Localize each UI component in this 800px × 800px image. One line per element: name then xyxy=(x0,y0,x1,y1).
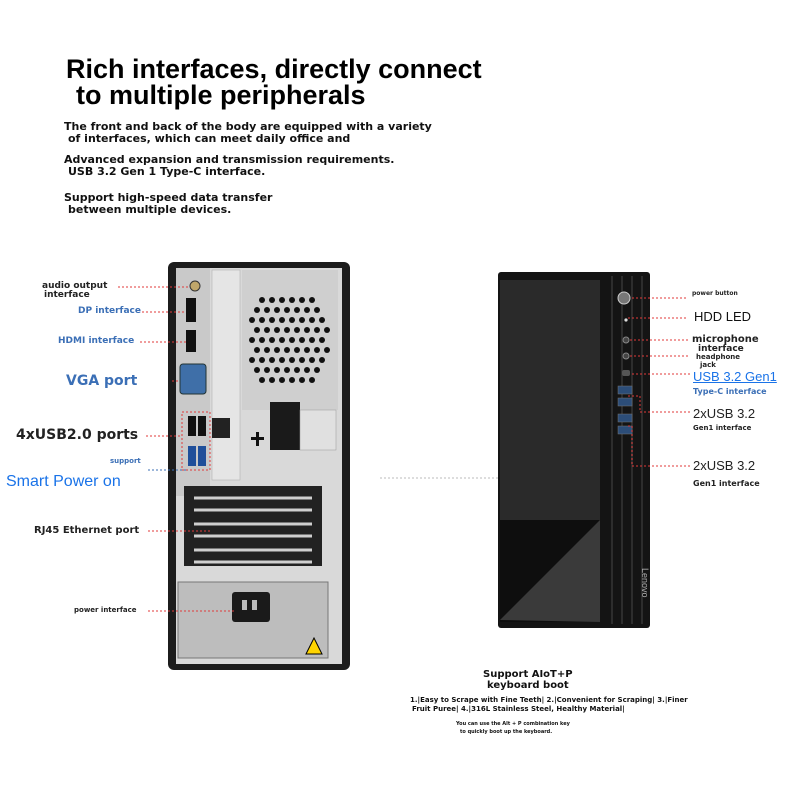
label-microphone: microphone xyxy=(692,334,759,345)
label-audio-output: audio output xyxy=(42,281,108,291)
leader-lines xyxy=(118,286,690,612)
label-usb-typec: USB 3.2 Gen1 xyxy=(693,369,777,384)
label-usb-typec-2: Type-C interface xyxy=(693,387,767,396)
description-line-4: USB 3.2 Gen 1 Type-C interface. xyxy=(68,165,266,178)
keyboard-boot-desc-1: 1.|Easy to Scrape with Fine Teeth| 2.|Co… xyxy=(410,696,688,704)
brand-logo: Lenovo xyxy=(640,568,650,598)
label-headphone-jack-2: jack xyxy=(700,361,716,369)
label-usb-a-top: 2xUSB 3.2 xyxy=(693,406,756,421)
heading-line-1: Rich interfaces, directly connect xyxy=(66,54,482,84)
label-usb2-ports: 4xUSB2.0 ports xyxy=(16,427,139,443)
keyboard-boot-note-1: You can use the Alt + P combination key xyxy=(456,721,570,727)
label-dp-interface: DP interface xyxy=(78,306,141,316)
label-support: support xyxy=(110,457,141,465)
front-tower xyxy=(498,272,650,628)
heading-line-2: to multiple peripherals xyxy=(76,80,366,110)
description-line-3: Advanced expansion and transmission requ… xyxy=(64,153,395,166)
label-vga-port: VGA port xyxy=(66,373,138,389)
label-hdd-led: HDD LED xyxy=(694,309,752,324)
label-power-button: power button xyxy=(692,290,738,297)
label-usb-a-bottom-2: Gen1 interface xyxy=(693,479,760,488)
label-smart-power-on: Smart Power on xyxy=(6,473,121,490)
label-usb-a-top-2: Gen1 interface xyxy=(693,424,752,432)
label-hdmi-interface: HDMI interface xyxy=(58,336,135,346)
keyboard-boot-desc-2: Fruit Puree| 4.|316L Stainless Steel, He… xyxy=(412,705,625,713)
description-line-1: The front and back of the body are equip… xyxy=(64,120,432,133)
keyboard-boot-title-1: Support AIoT+P xyxy=(483,669,573,680)
label-microphone-2: interface xyxy=(698,344,744,354)
rear-tower xyxy=(168,262,350,670)
description-line-5: Support high-speed data transfer xyxy=(64,191,273,204)
label-rj45-port: RJ45 Ethernet port xyxy=(34,525,140,536)
label-headphone-jack: headphone xyxy=(696,353,740,361)
label-power-interface: power interface xyxy=(74,606,137,614)
label-usb-a-bottom: 2xUSB 3.2 xyxy=(693,458,756,473)
keyboard-boot-note-2: to quickly boot up the keyboard. xyxy=(460,729,553,735)
description-line-6: between multiple devices. xyxy=(68,203,232,216)
label-audio-output-2: interface xyxy=(44,290,90,300)
keyboard-boot-title-2: keyboard boot xyxy=(487,680,569,691)
description-line-2: of interfaces, which can meet daily offi… xyxy=(68,132,351,145)
